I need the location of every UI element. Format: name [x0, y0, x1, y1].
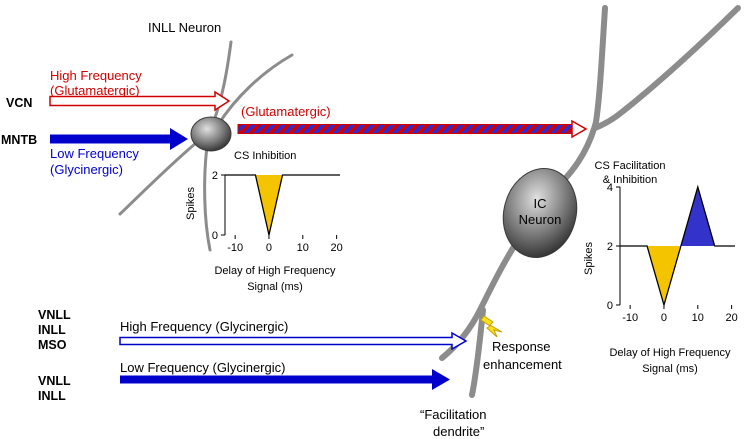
cs-inhibition-chart: CS Inhibition Spikes Delay of High Frequ…: [185, 150, 343, 293]
chart2-fill-1: [680, 187, 715, 246]
vcn-label: VCN: [6, 96, 32, 110]
chart2-y-tick-label: 4: [607, 182, 613, 194]
high-frequency-glut-sub-label: (Glutamatergic): [50, 83, 140, 98]
cs-facilitation-inhibition-chart: CS Facilitation & Inhibition Spikes Dela…: [583, 160, 738, 375]
low-frequency-gly-label-2: Low Frequency (Glycinergic): [120, 360, 285, 375]
vnll-label-1: VNLL: [38, 308, 71, 322]
vcn-arrow: [49, 90, 231, 112]
chart2-x-tick-label: 10: [692, 312, 704, 324]
low-frequency-gly-arrow: [120, 369, 450, 390]
glutamatergic-label: (Glutamatergic): [241, 104, 331, 119]
chart2-xlabel-2: Signal (ms): [642, 363, 698, 375]
ic-neuron-label: IC: [534, 196, 547, 211]
mntb-label: MNTB: [1, 133, 37, 147]
response-label: Response: [492, 339, 551, 354]
chart2-x-tick-label: 0: [661, 312, 667, 324]
chart2-title-1: CS Facilitation: [595, 160, 666, 172]
chart1-y-tick-label: 0: [212, 230, 218, 242]
ic-neuron-sub-label: Neuron: [519, 212, 562, 227]
inll-label-2: INLL: [38, 389, 66, 403]
chart1-x-tick-label: -10: [227, 242, 243, 254]
chart1-ylabel: Spikes: [185, 186, 197, 220]
chart1-x-tick-label: 0: [266, 242, 272, 254]
inll-neuron-label: INLL Neuron: [148, 20, 221, 35]
chart1-x-tick-label: 10: [297, 242, 309, 254]
vnll-label-2: VNLL: [38, 374, 71, 388]
low-frequency-gly-label: Low Frequency: [50, 146, 139, 161]
chart2-fill-0: [647, 246, 681, 305]
mntb-arrow: [50, 128, 188, 150]
inll-label-1: INLL: [38, 323, 66, 337]
chart2-title-2: & Inhibition: [603, 174, 657, 186]
low-frequency-gly-sub-label: (Glycinergic): [50, 162, 123, 177]
lightning-bolt-icon: [480, 315, 503, 338]
inll-output-arrow: [237, 119, 588, 139]
mso-label: MSO: [38, 338, 67, 352]
chart1-series-line: [225, 174, 340, 236]
chart2-xlabel-1: Delay of High Frequency: [609, 347, 731, 359]
facilitation-label: “Facilitation: [420, 407, 486, 422]
chart2-ylabel: Spikes: [583, 241, 595, 275]
chart1-xlabel-1: Delay of High Frequency: [214, 265, 336, 277]
chart2-series-line: [620, 184, 735, 308]
inll-dendrites: [118, 40, 294, 252]
chart2-x-tick-label: 20: [725, 312, 737, 324]
chart2-y-tick-label: 0: [607, 300, 613, 312]
ic-neuron-soma: [502, 168, 578, 258]
high-frequency-glut-label: High Frequency: [50, 68, 142, 83]
chart2-x-tick-label: -10: [622, 312, 638, 324]
chart1-xlabel-2: Signal (ms): [247, 281, 303, 293]
high-frequency-gly-label: High Frequency (Glycinergic): [120, 319, 288, 334]
inll-neuron-soma: [190, 116, 232, 152]
enhancement-label: enhancement: [483, 357, 562, 372]
dendrite-label: dendrite”: [433, 424, 484, 439]
chart1-x-tick-label: 20: [330, 242, 342, 254]
chart1-fill-0: [255, 175, 283, 235]
high-frequency-gly-arrow: [119, 331, 468, 351]
chart2-y-tick-label: 2: [607, 241, 613, 253]
chart1-title: CS Inhibition: [234, 150, 296, 162]
chart1-y-tick-label: 2: [212, 170, 218, 182]
